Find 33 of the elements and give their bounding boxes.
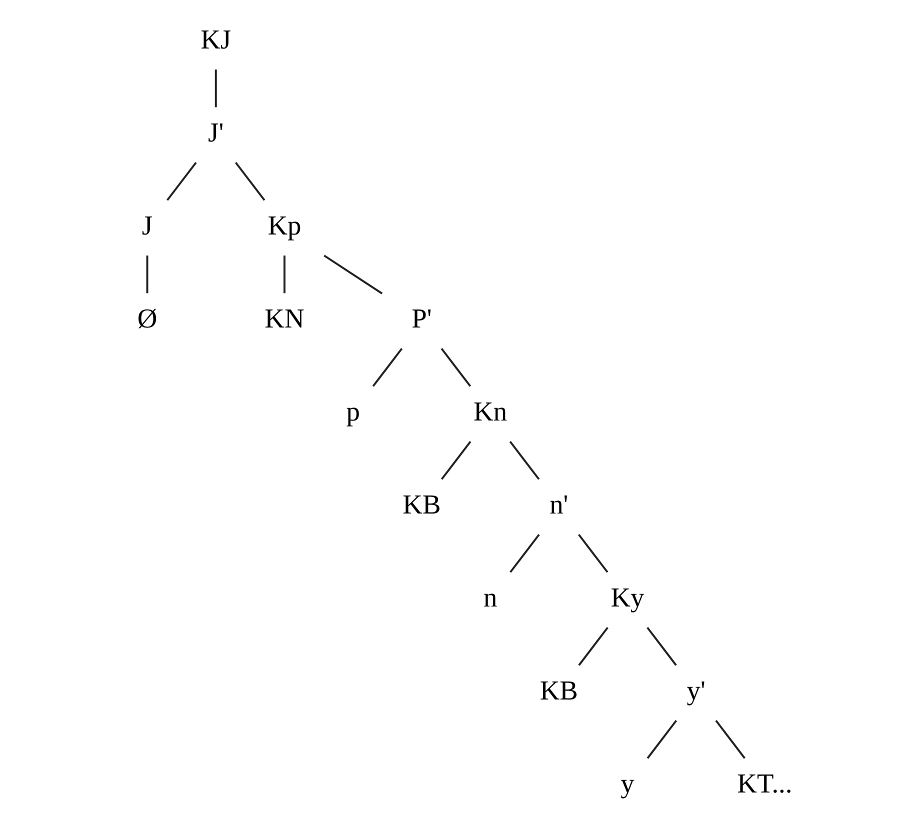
- node-text: J: [142, 210, 153, 241]
- node-text: p: [346, 396, 360, 427]
- connector: [646, 626, 677, 666]
- node-text: Ky: [610, 582, 644, 613]
- node-text: Ø: [137, 304, 158, 334]
- connector: [234, 162, 266, 201]
- connector: [284, 256, 286, 294]
- connector: [578, 534, 608, 573]
- node-text: P': [412, 304, 432, 334]
- node-text: KN: [264, 304, 304, 334]
- node-text: n: [483, 582, 498, 613]
- node-text: KJ: [200, 24, 232, 55]
- connector: [146, 256, 148, 294]
- node-text: n': [550, 490, 568, 520]
- connector: [578, 626, 608, 666]
- connector: [715, 720, 746, 759]
- connector: [372, 348, 403, 387]
- connector: [440, 348, 472, 387]
- connector: [440, 440, 472, 480]
- connector: [510, 534, 540, 573]
- node-text: KB: [540, 676, 578, 706]
- connector: [166, 162, 197, 201]
- node-text: Kp: [268, 210, 302, 241]
- connector: [324, 254, 383, 294]
- connector: [646, 720, 678, 759]
- node-text: y': [686, 676, 706, 706]
- node-text: Kn: [474, 396, 508, 427]
- connector: [509, 440, 540, 480]
- node-text: J': [208, 118, 224, 148]
- node-text: KB: [402, 490, 441, 520]
- connector: [214, 70, 217, 108]
- node-text: y: [620, 768, 634, 799]
- node-text: KT...: [737, 768, 792, 799]
